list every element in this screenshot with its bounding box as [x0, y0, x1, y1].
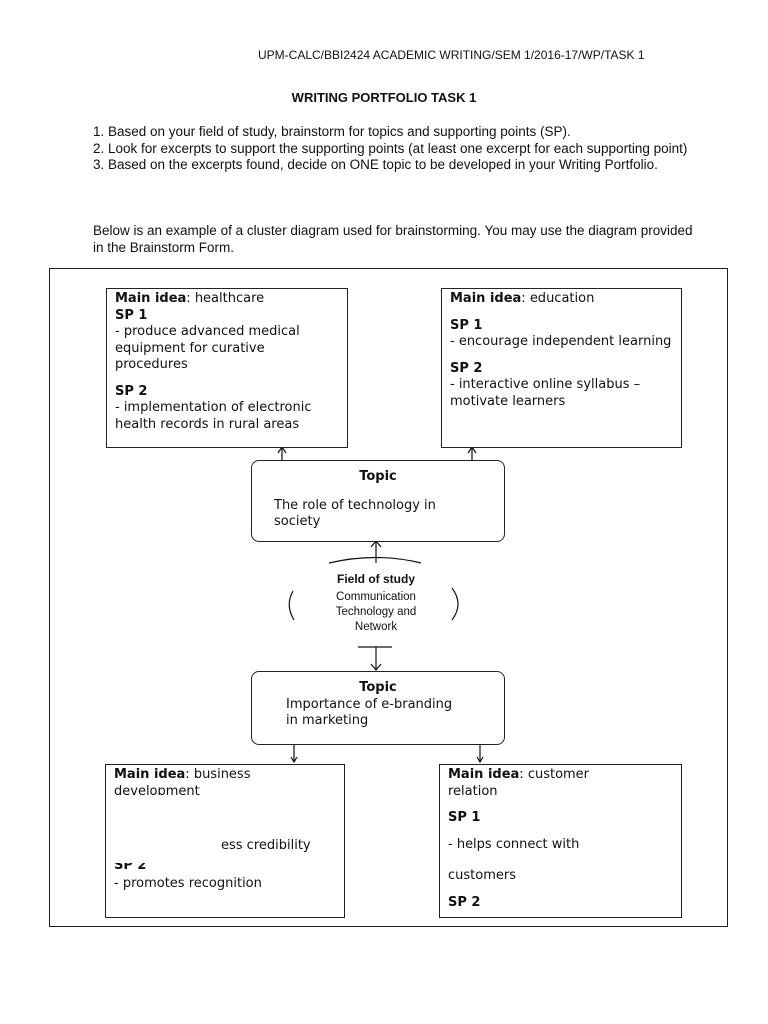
main-idea-box-education: Main idea: education SP 1 - encourage in…	[441, 288, 682, 448]
main-idea-box-customer: Main idea: customer relation SP 1 - help…	[439, 764, 682, 918]
sp2-text: - implementation of electronic health re…	[115, 400, 312, 432]
topic-box-ebranding: Topic Importance of e-branding in market…	[251, 671, 505, 745]
topic-text: Importance of e-branding in marketing	[286, 696, 453, 729]
page-title: WRITING PORTFOLIO TASK 1	[291, 90, 477, 105]
instruction-item: 1. Based on your field of study, brainst…	[93, 124, 571, 139]
sp1-label: SP 1	[450, 317, 483, 333]
sp2-text: - interactive online syllabus – motivate…	[450, 377, 641, 409]
sp1-label: SP 1	[448, 810, 481, 825]
instructions-list: 1. Based on your field of study, brainst…	[93, 124, 693, 174]
main-idea-text: healthcare	[194, 291, 265, 306]
sp2-label: SP 2	[114, 862, 147, 872]
sp1-text-continued: customers	[448, 868, 516, 883]
main-idea-label: Main idea	[115, 291, 187, 306]
main-idea-box-business: Main idea: business development ess cred…	[105, 764, 345, 918]
sp1-text: - encourage independent learning	[450, 334, 672, 349]
sp1-text: - produce advanced medical equipment for…	[115, 324, 300, 372]
topic-text: The role of technology in society	[274, 497, 436, 530]
main-idea-label: Main idea	[114, 767, 186, 782]
sp2-label: SP 2	[450, 360, 483, 376]
main-idea-label: Main idea	[448, 767, 520, 782]
document-header: UPM-CALC/BBI2424 ACADEMIC WRITING/SEM 1/…	[258, 48, 645, 62]
topic-label: Topic	[359, 680, 397, 695]
field-of-study: Field of study Communication Technology …	[316, 572, 436, 635]
field-of-study-text: Communication Technology and Network	[335, 591, 417, 633]
diagram-note: Below is an example of a cluster diagram…	[93, 223, 693, 255]
sp2-label: SP 2	[448, 894, 481, 910]
main-idea-text: customer relation	[448, 767, 590, 799]
topic-box-technology: Topic The role of technology in society	[251, 460, 505, 542]
diagram-frame	[49, 268, 728, 927]
field-of-study-label: Field of study	[337, 572, 415, 586]
sp2-label: SP 2	[115, 383, 148, 399]
sp2-text: - promotes recognition	[114, 875, 262, 891]
instruction-item: 2. Look for excerpts to support the supp…	[93, 140, 688, 156]
main-idea-text: business development	[114, 767, 251, 795]
main-idea-label: Main idea	[450, 291, 522, 306]
instruction-item: 3. Based on the excerpts found, decide o…	[93, 157, 658, 172]
topic-label: Topic	[359, 469, 397, 484]
partial-text: ess credibility	[221, 838, 311, 853]
sp1-text: - helps connect with	[448, 836, 580, 852]
main-idea-box-healthcare: Main idea: healthcare SP 1 - produce adv…	[106, 288, 348, 448]
main-idea-text: education	[529, 291, 595, 306]
sp1-label: SP 1	[115, 307, 148, 323]
